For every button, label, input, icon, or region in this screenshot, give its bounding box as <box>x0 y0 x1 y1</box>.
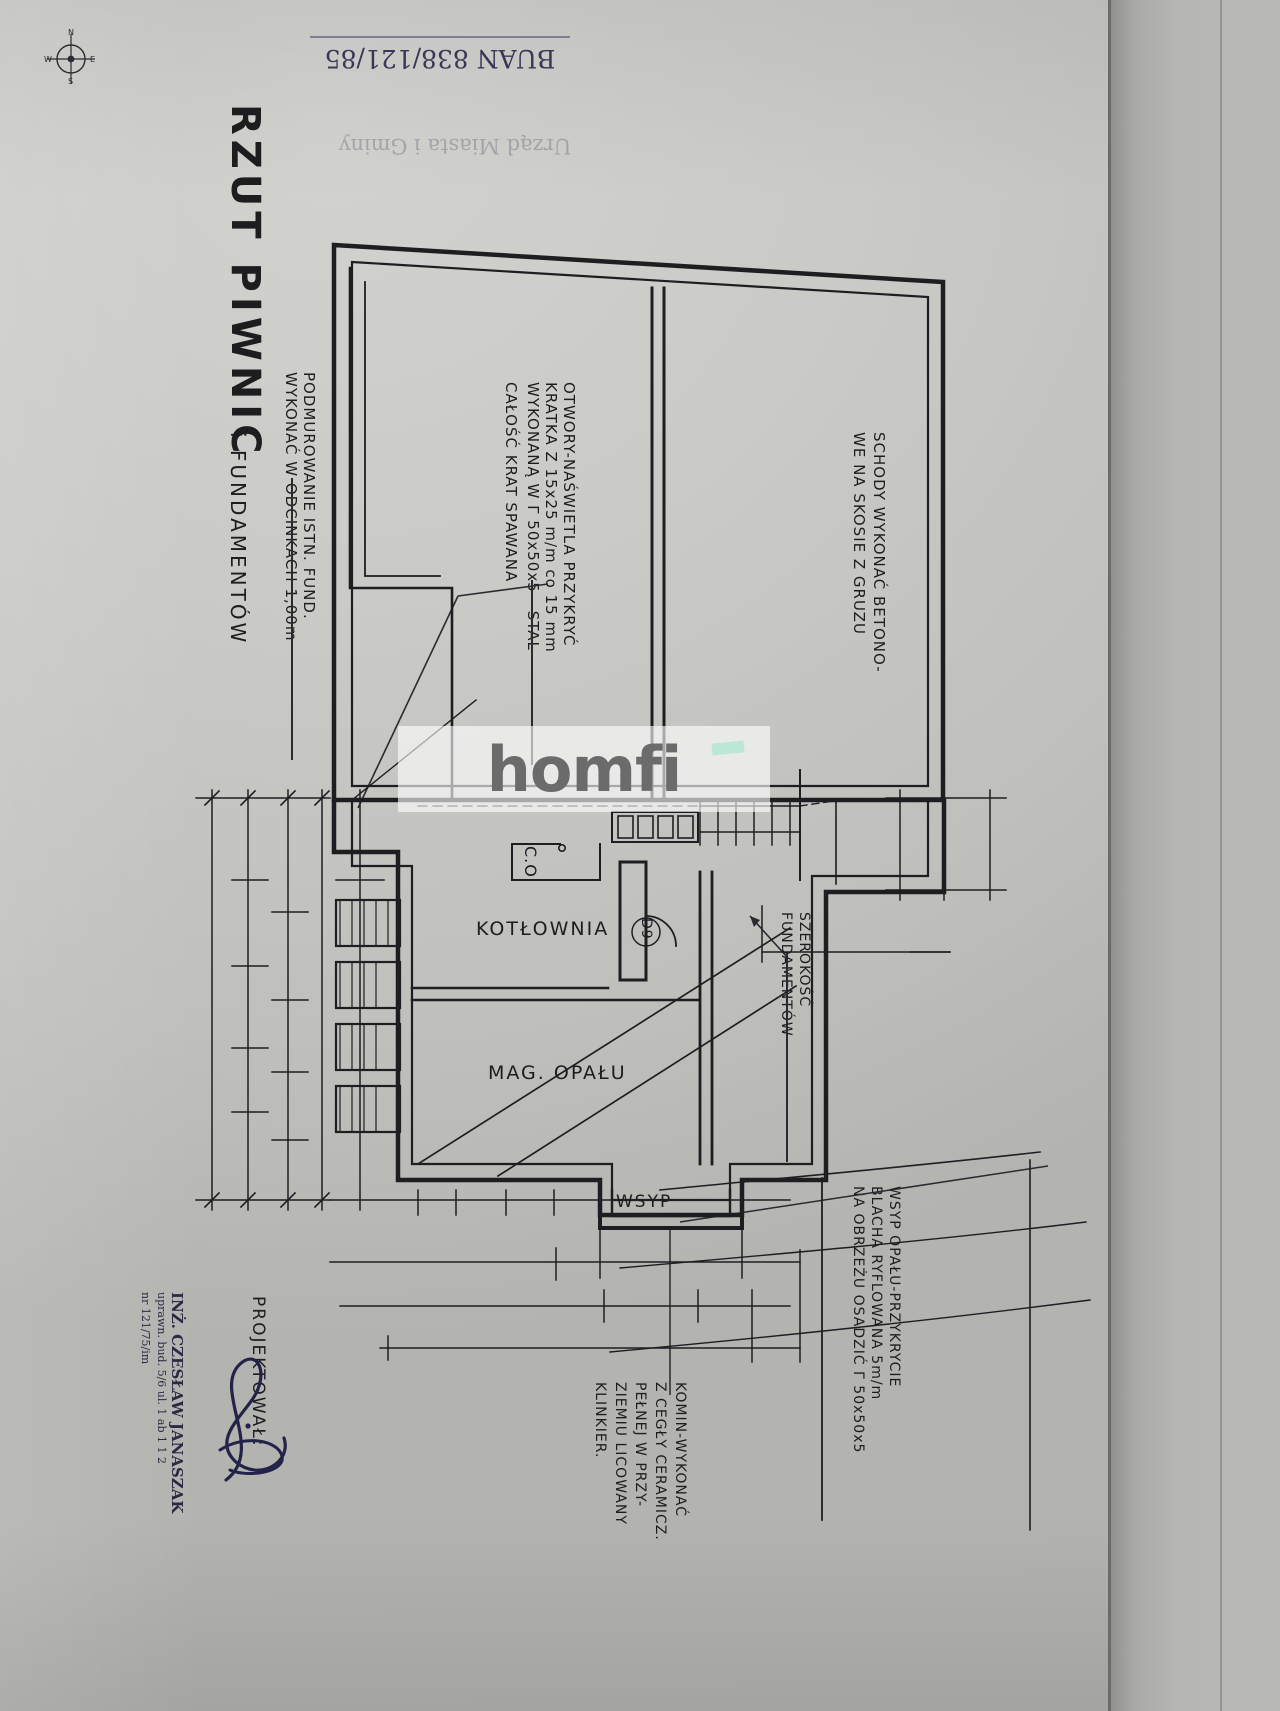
note-foundation-width-arrow <box>749 915 789 959</box>
compass-south-label: S <box>68 77 74 86</box>
equipment-label-co: C.O. <box>521 846 540 884</box>
designer-signature <box>218 1357 287 1482</box>
watermark-homfi: homfi <box>398 726 770 812</box>
compass-rose: N S E W <box>44 28 98 88</box>
designer-stamp-name: INŻ. CZESŁAW JANASZAK <box>168 1292 186 1514</box>
note-foundation-width-leader <box>786 952 788 1162</box>
note-grate-leader <box>531 580 533 765</box>
room-label-wsyp: WSYP <box>616 1192 673 1212</box>
note-foundation-leader <box>291 478 293 760</box>
room-label-mag-opalu: MAG. OPAŁU <box>488 1062 627 1084</box>
designer-stamp-number: nr 121/75/im <box>139 1292 152 1365</box>
page-edge-line-secondary <box>1220 0 1222 1711</box>
watermark-text: homfi <box>486 732 683 806</box>
compass-north-label: N <box>68 28 74 37</box>
note-grate-leader-arrows <box>357 583 549 809</box>
designer-stamp-license: uprawn. bud. 5/6 ul. 1 ab 1 1 2 <box>155 1292 168 1464</box>
floor-plan-linework <box>195 242 1091 1531</box>
compass-west-label: W <box>44 55 52 64</box>
compass-east-label: E <box>90 55 96 64</box>
note-chimney-leader <box>669 1230 671 1395</box>
room-label-kotlownia: KOTŁOWNIA <box>476 918 610 940</box>
page-right-gutter <box>1108 0 1280 1711</box>
door-tag-d9: D9 <box>638 918 654 940</box>
page-edge-line <box>1108 0 1111 1711</box>
